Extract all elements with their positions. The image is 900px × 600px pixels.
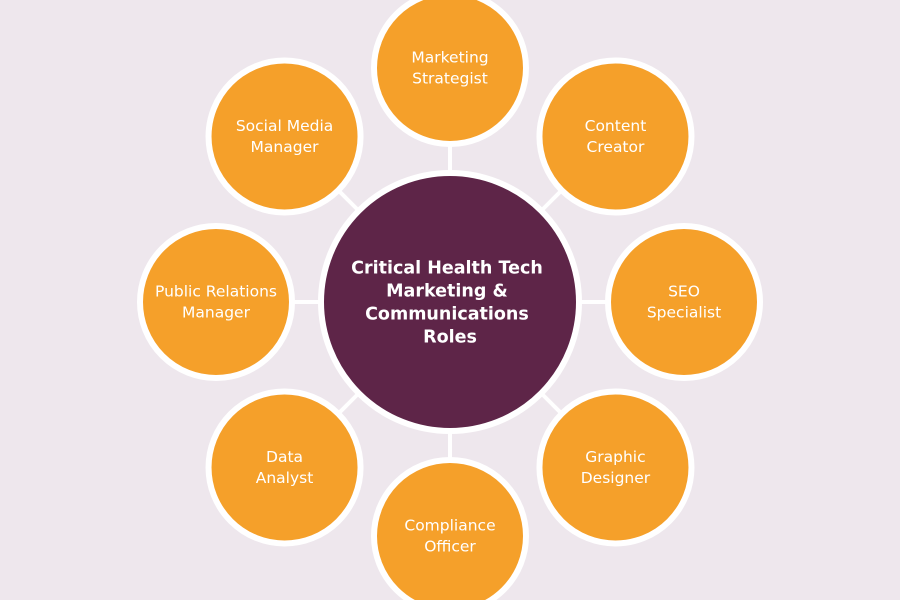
role-label-line: Content [585, 117, 647, 135]
role-label-line: Creator [587, 138, 645, 156]
role-circle [205, 388, 364, 547]
connector-line [541, 393, 562, 414]
center-title-line: Marketing & [386, 282, 508, 302]
connector-lines [294, 146, 606, 458]
role-circle [205, 57, 364, 216]
role-node-seo-specialist: SEO Specialist [605, 223, 763, 381]
role-label-line: Compliance [404, 517, 495, 535]
connector-line [338, 393, 359, 414]
role-circle [137, 223, 295, 381]
role-label-line: Designer [581, 469, 651, 487]
role-label-line: Analyst [256, 469, 314, 487]
connector-line [338, 190, 359, 211]
role-circle [605, 223, 763, 381]
role-label-line: SEO [668, 283, 700, 301]
role-label-line: Officer [424, 538, 476, 556]
role-circle [371, 457, 529, 600]
role-label-line: Manager [251, 138, 320, 156]
center-title: Critical Health Tech Marketing & Communi… [351, 259, 549, 348]
role-label-line: Strategist [412, 70, 488, 88]
role-label-line: Marketing [411, 49, 488, 67]
center-title-line: Roles [423, 328, 477, 348]
center-title-line: Communications [365, 305, 529, 325]
role-circle [536, 388, 695, 547]
role-label-line: Data [266, 448, 303, 466]
role-circle [371, 0, 529, 147]
role-label-line: Public Relations [155, 283, 277, 301]
role-label-line: Manager [182, 304, 251, 322]
center-node: Critical Health Tech Marketing & Communi… [318, 170, 582, 434]
center-circle [318, 170, 582, 434]
role-label: SEO Specialist [647, 283, 721, 322]
role-label-line: Social Media [236, 117, 333, 135]
center-title-line: Critical Health Tech [351, 259, 543, 279]
role-circle [536, 57, 695, 216]
role-label-line: Graphic [585, 448, 645, 466]
connector-line [541, 190, 562, 211]
role-label-line: Specialist [647, 304, 721, 322]
